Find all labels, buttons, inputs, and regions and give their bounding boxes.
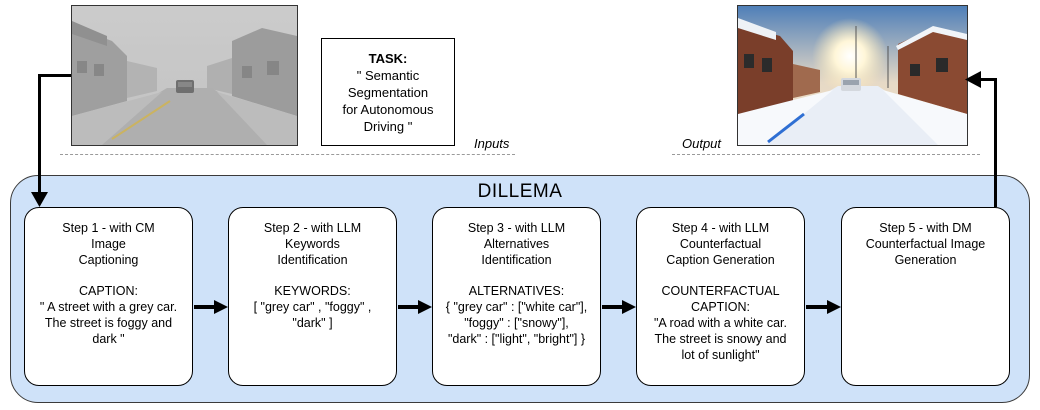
input-image: [71, 5, 298, 146]
output-divider: [672, 154, 980, 155]
step-2-body: [ "grey car" , "foggy" , "dark" ]: [253, 300, 372, 330]
output-connector-horizontal: [980, 78, 997, 81]
arrow-step1-to-step2: [194, 300, 228, 314]
input-connector-vertical: [38, 74, 41, 194]
input-connector-horizontal: [38, 74, 71, 77]
step-3-body: { "grey car" : ["white car"], "foggy" : …: [445, 300, 588, 346]
step-3-label: ALTERNATIVES:: [468, 284, 565, 298]
inputs-label: Inputs: [474, 136, 510, 151]
step-4-box: Step 4 - with LLM Counterfactual Caption…: [636, 207, 805, 386]
step-1-label: CAPTION:: [78, 284, 139, 298]
task-box: TASK: " Semantic Segmentation for Autono…: [321, 38, 455, 146]
output-connector-vertical: [994, 80, 997, 207]
step-4-header: Step 4 - with LLM Counterfactual Caption…: [666, 221, 775, 267]
step-2-box: Step 2 - with LLM Keywords Identificatio…: [228, 207, 397, 386]
step-4-label: COUNTERFACTUAL CAPTION:: [661, 284, 780, 314]
output-arrow-head: [965, 71, 981, 88]
task-text: " Semantic Segmentation for Autonomous D…: [342, 67, 434, 134]
task-title: TASK:: [368, 50, 408, 66]
input-arrow-head: [31, 192, 48, 207]
output-image: [737, 5, 968, 146]
step-4-body: "A road with a white car. The street is …: [654, 316, 787, 362]
output-label: Output: [682, 136, 722, 151]
arrow-step2-to-step3: [398, 300, 432, 314]
step-2-header: Step 2 - with LLM Keywords Identificatio…: [263, 221, 362, 267]
inputs-divider: [60, 154, 515, 155]
dillema-title: DILLEMA: [477, 181, 563, 202]
step-5-box: Step 5 - with DM Counterfactual Image Ge…: [841, 207, 1010, 386]
step-3-box: Step 3 - with LLM Alternatives Identific…: [432, 207, 601, 386]
arrow-step4-to-step5: [806, 300, 841, 314]
step-5-header: Step 5 - with DM Counterfactual Image Ge…: [865, 221, 986, 267]
step-1-header: Step 1 - with CM Image Captioning: [62, 221, 155, 267]
step-3-header: Step 3 - with LLM Alternatives Identific…: [467, 221, 566, 267]
step-2-label: KEYWORDS:: [274, 284, 351, 298]
arrow-step3-to-step4: [602, 300, 636, 314]
step-1-body: " A street with a grey car. The street i…: [39, 300, 178, 346]
step-1-box: Step 1 - with CM Image Captioning CAPTIO…: [24, 207, 193, 386]
